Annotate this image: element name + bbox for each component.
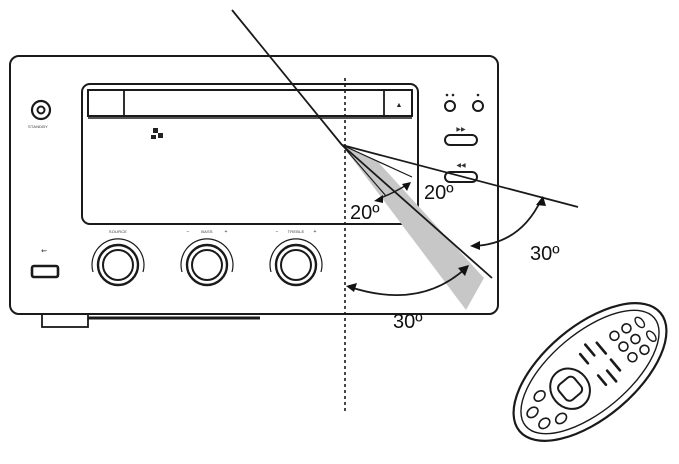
remote-dpad (549, 367, 591, 410)
knob-scale-arc (91, 238, 145, 273)
remote-body (512, 302, 668, 442)
knob-treble: TREBLE − + (269, 229, 323, 287)
inner-upper-ray (341, 144, 413, 178)
arc-outer-bottom (349, 267, 467, 297)
arrowhead-outer-bottom-a (346, 283, 357, 292)
power-icon (30, 99, 52, 121)
minus-icon: − (187, 229, 190, 235)
angle-label-inner-left: 20º (350, 202, 380, 224)
plus-icon: + (225, 229, 228, 235)
usb-port: ⇜ (30, 248, 60, 279)
prev-icon: ◀◀ (456, 163, 466, 169)
plus-icon: + (314, 229, 317, 235)
angle-label-outer-right: 30º (530, 243, 560, 265)
unit-foot (41, 313, 89, 328)
upper-diagonal-line (231, 9, 343, 146)
cd-slot (87, 89, 413, 117)
knob-label: TREBLE (288, 229, 305, 234)
knob-outer-ring (274, 243, 318, 287)
display-logo (151, 128, 163, 139)
remote-inner-outline (520, 309, 660, 435)
knob-outer-ring (96, 243, 140, 287)
standby-button: STANDBY (28, 99, 52, 129)
unit-body (9, 55, 499, 315)
knob-bass: BASS − + (180, 229, 234, 287)
right-boundary-line (341, 144, 579, 208)
top-buttons (444, 93, 484, 112)
knob-group: SOURCE BASS − + TREBLE − + (91, 229, 323, 287)
knob-label: BASS (201, 229, 213, 234)
arrowhead-outer-right-a (470, 241, 480, 250)
knob-scale-arc (180, 238, 234, 273)
ok-button (557, 375, 584, 402)
remote-bottom-buttons (609, 316, 657, 363)
arrowhead-outer-right-b (536, 196, 546, 206)
usb-icon: ⇜ (41, 248, 47, 255)
display-window (81, 83, 419, 225)
eject-icon: ▲ (396, 102, 403, 109)
knob-scale-arc (269, 238, 323, 273)
arc-outer-right (473, 199, 542, 247)
standby-label: STANDBY (28, 124, 48, 129)
knob-label: SOURCE (109, 229, 127, 234)
remote-bar-buttons (578, 341, 622, 387)
knob-cap (280, 249, 312, 281)
skip-buttons: ▶▶ ◀◀ (444, 127, 478, 183)
knob-source: SOURCE (91, 229, 145, 287)
angle-geometry: 20º 20º 30º 30º (231, 9, 579, 412)
remote-control (512, 302, 668, 442)
arrowhead-inner-b (402, 182, 411, 191)
center-axis-line (341, 144, 493, 279)
angle-label-outer-bottom: 30º (393, 311, 423, 333)
knob-cap (191, 249, 223, 281)
remote-top-buttons (526, 390, 568, 430)
angle-label-inner-upper: 20º (424, 182, 454, 204)
stereo-unit: STANDBY ▲ ▶▶ ◀◀ ⇜ (9, 55, 499, 328)
inner-left-ray (341, 144, 387, 197)
knob-outer-ring (185, 243, 229, 287)
arrowhead-outer-bottom-b (458, 265, 469, 276)
arrowhead-inner-a (374, 195, 383, 203)
knob-cap (102, 249, 134, 281)
next-icon: ▶▶ (456, 127, 466, 133)
minus-icon: − (276, 229, 279, 235)
